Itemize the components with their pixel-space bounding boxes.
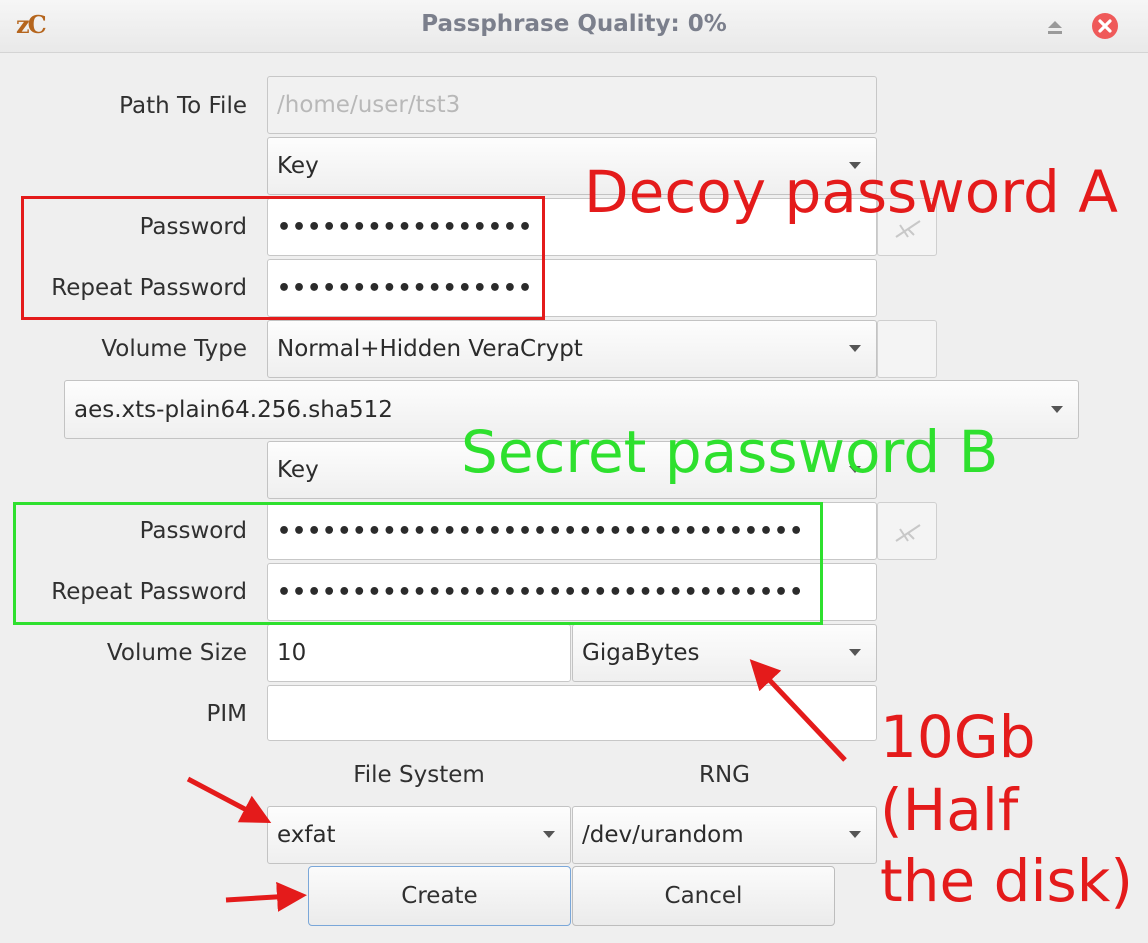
volume-type-select[interactable]: Normal+Hidden VeraCrypt [267,320,877,378]
keyfile-button-outer[interactable] [877,198,937,256]
arrow-to-size-unit [749,659,847,762]
chevron-down-icon [849,649,861,656]
path-to-file-label: Path To File [119,93,247,119]
keyfile-button-hidden[interactable] [877,502,937,560]
rng-label: RNG [698,762,750,788]
arrow-to-file-system [186,776,272,824]
key-type-value: Key [277,457,319,483]
chevron-down-icon [849,162,861,169]
chevron-down-icon [849,831,861,838]
path-to-file-input[interactable]: /home/user/tst3 [267,76,877,134]
cancel-button[interactable]: Cancel [572,866,835,926]
secret-highlight-box [13,502,823,625]
key-type-value: Key [277,153,319,179]
rng-value: /dev/urandom [582,822,744,848]
hidden-password-mask: ••••••••••••••••••••••••••••••••••• [277,518,805,544]
window-title: Passphrase Quality: 0% [421,11,727,37]
volume-type-value: Normal+Hidden VeraCrypt [277,336,583,362]
password-mask: ••••••••••••••••• [277,214,534,240]
file-system-select[interactable]: exfat [267,806,571,864]
hidden-repeat-password-mask: ••••••••••••••••••••••••••••••••••• [277,579,805,605]
chevron-down-icon [849,466,861,473]
repeat-password-input[interactable]: ••••••••••••••••• [267,259,877,317]
hidden-password-label: Password [139,518,247,544]
cipher-select[interactable]: aes.xts-plain64.256.sha512 [64,380,1079,439]
chevron-down-icon [1051,405,1063,413]
password-label: Password [139,214,247,240]
chevron-down-icon [543,831,555,838]
repeat-password-label: Repeat Password [51,275,247,301]
volume-size-unit-select[interactable]: GigaBytes [572,624,877,682]
volume-type-label: Volume Type [101,336,247,362]
app-logo: zC [16,10,47,39]
title-bar: zC Passphrase Quality: 0% [0,0,1148,53]
size-note-line-1: 10Gb [880,703,1036,771]
create-button[interactable]: Create [308,866,571,926]
arrow-to-create [225,881,307,912]
hidden-repeat-password-input[interactable]: ••••••••••••••••••••••••••••••••••• [267,563,877,621]
hidden-repeat-password-label: Repeat Password [51,579,247,605]
close-icon[interactable] [1090,11,1120,41]
secret-annotation: Secret password B [461,418,999,486]
volume-type-option-button[interactable] [877,320,937,378]
keyboard-icon [895,524,921,542]
pim-label: PIM [206,701,248,727]
password-input[interactable]: ••••••••••••••••• [267,198,877,256]
cipher-value: aes.xts-plain64.256.sha512 [74,396,393,423]
size-note-line-2: (Half [880,776,1019,844]
decoy-highlight-box [21,196,545,320]
pim-input[interactable] [267,685,877,741]
volume-size-input[interactable]: 10 [267,624,571,682]
key-type-select-outer[interactable]: Key [267,137,877,195]
volume-size-label: Volume Size [106,640,247,666]
chevron-down-icon [849,345,861,352]
hidden-password-input[interactable]: ••••••••••••••••••••••••••••••••••• [267,502,877,560]
shade-window-icon[interactable] [1044,16,1066,38]
file-system-value: exfat [277,822,336,848]
key-type-select-hidden[interactable]: Key [267,441,877,499]
rng-select[interactable]: /dev/urandom [572,806,877,864]
decoy-annotation: Decoy password A [584,158,1118,226]
repeat-password-mask: ••••••••••••••••• [277,275,534,301]
volume-size-unit-value: GigaBytes [582,640,700,666]
file-system-label: File System [353,762,485,788]
size-note-line-3: the disk) [880,847,1133,915]
keyboard-icon [895,220,921,238]
